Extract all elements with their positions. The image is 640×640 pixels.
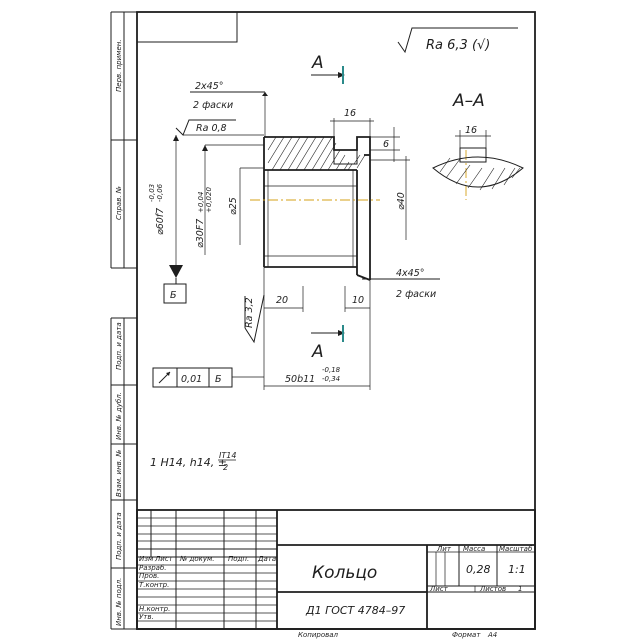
- dim-groove-width: 16: [330, 108, 374, 137]
- general-roughness-text: Ra 6,3 (√): [426, 38, 490, 53]
- svg-text:-0,06: -0,06: [156, 183, 164, 202]
- svg-text:50b11: 50b11: [285, 374, 315, 385]
- svg-text:4x45°: 4x45°: [396, 268, 425, 279]
- col-doc: № докум.: [179, 555, 215, 563]
- face-roughness-mark: Ra 3,2: [244, 294, 265, 344]
- svg-text:2x45°: 2x45°: [195, 81, 224, 92]
- dim-groove-depth: 6: [370, 127, 400, 162]
- title-block: Изм Лист № докум. Подп. Дата Разраб. Про…: [136, 509, 536, 630]
- section-marker-bottom: А: [311, 325, 345, 362]
- svg-text:А: А: [311, 53, 324, 73]
- svg-text:Б: Б: [215, 374, 222, 385]
- svg-text:2 фаски: 2 фаски: [396, 289, 436, 300]
- row-approved: Утв.: [139, 613, 154, 621]
- svg-text:IT14: IT14: [219, 451, 236, 460]
- header-lit: Лит: [436, 545, 452, 553]
- format-value: A4: [487, 631, 497, 639]
- dim-inner-diameter: ⌀25: [228, 167, 264, 245]
- svg-text:-0,18: -0,18: [322, 366, 341, 374]
- row-tcontrol: Т.контр.: [139, 581, 169, 589]
- sheets-label: Листов: [479, 585, 506, 593]
- sheet-label: Лист: [429, 585, 449, 593]
- svg-text:16: 16: [344, 108, 356, 119]
- dim-length-20: 20: [263, 267, 304, 312]
- part-name: Кольцо: [312, 563, 377, 583]
- svg-text:А: А: [311, 342, 324, 362]
- side-label-ref-no: Справ. №: [115, 186, 123, 220]
- dim-bore-diameter: ⌀30F7 +0,04 +0,020: [195, 144, 264, 255]
- dim-shoulder-diameter: ⌀40: [370, 156, 410, 240]
- bore-roughness-mark: Ra 0,8: [175, 119, 264, 136]
- svg-text:⌀25: ⌀25: [228, 197, 239, 215]
- svg-text:16: 16: [465, 125, 477, 136]
- svg-text:+0,020: +0,020: [205, 187, 213, 213]
- scale-value: 1:1: [508, 563, 526, 576]
- side-label-sign-date-2: Подп. и дата: [115, 512, 123, 560]
- dim-outer-diameter: ⌀60f7 -0,03 -0,06: [148, 135, 183, 278]
- svg-text:Ra 0,8: Ra 0,8: [196, 123, 227, 134]
- section-view-aa: А–А 16: [432, 91, 524, 191]
- svg-text:А–А: А–А: [452, 91, 485, 111]
- svg-text:10: 10: [352, 295, 364, 306]
- side-labels: Перв. примен. Справ. № Подп. и дата Инв.…: [115, 39, 123, 626]
- svg-text:⌀60f7: ⌀60f7: [155, 208, 166, 235]
- row-ncontrol: Н.контр.: [139, 605, 170, 613]
- chamfer-note-right: 4x45° 2 фаски: [362, 268, 440, 300]
- copied-label: Копировал: [298, 631, 339, 639]
- header-scale: Масштаб: [499, 545, 533, 553]
- hatching: [267, 136, 366, 171]
- sheets-value: 1: [518, 585, 522, 593]
- mass-value: 0,28: [466, 563, 491, 576]
- col-sheet: Лист: [154, 555, 174, 563]
- svg-text:20: 20: [276, 295, 288, 306]
- header-mass: Масса: [463, 545, 485, 553]
- svg-text:Ra 3,2: Ra 3,2: [244, 297, 255, 328]
- footer-labels: Копировал Формат A4: [298, 631, 497, 639]
- svg-text:+0,04: +0,04: [197, 192, 205, 213]
- part-section-view: [250, 136, 467, 281]
- side-label-dup-inv: Инв. № дубл.: [115, 392, 123, 440]
- svg-text:2: 2: [223, 463, 228, 472]
- format-label: Формат: [452, 631, 481, 639]
- side-label-replace-inv: Взам. инв. №: [115, 449, 123, 497]
- svg-text:2 фаски: 2 фаски: [193, 100, 233, 111]
- col-date: Дата: [257, 555, 276, 563]
- svg-text:6: 6: [383, 139, 389, 150]
- side-label-first-use: Перв. примен.: [115, 39, 123, 92]
- svg-text:⌀40: ⌀40: [396, 192, 407, 210]
- svg-text:1 H14, h14, ±: 1 H14, h14, ±: [150, 456, 227, 469]
- section-marker-top: А: [311, 53, 345, 84]
- dim-length-10: 10: [344, 280, 371, 390]
- general-note: 1 H14, h14, ± IT14 2: [150, 451, 236, 472]
- col-change: Изм: [139, 555, 154, 563]
- side-label-orig-inv: Инв. № подл.: [115, 578, 123, 626]
- svg-text:-0,34: -0,34: [322, 375, 340, 383]
- runout-tolerance-frame: 0,01 Б: [152, 367, 264, 388]
- svg-text:0,01: 0,01: [181, 374, 202, 385]
- col-sign: Подп.: [228, 555, 249, 563]
- row-developed: Разраб.: [139, 564, 167, 572]
- chamfer-note-left: 2x45° 2 фаски: [190, 81, 268, 137]
- row-checked: Пров.: [139, 572, 159, 580]
- datum-b: Б: [163, 278, 187, 304]
- svg-text:-0,03: -0,03: [148, 184, 156, 202]
- svg-text:Б: Б: [170, 290, 177, 301]
- material-spec: Д1 ГОСТ 4784–97: [305, 604, 405, 617]
- general-roughness-mark: Ra 6,3 (√): [397, 27, 518, 54]
- svg-text:⌀30F7: ⌀30F7: [195, 219, 206, 248]
- side-label-sign-date-1: Подп. и дата: [115, 322, 123, 370]
